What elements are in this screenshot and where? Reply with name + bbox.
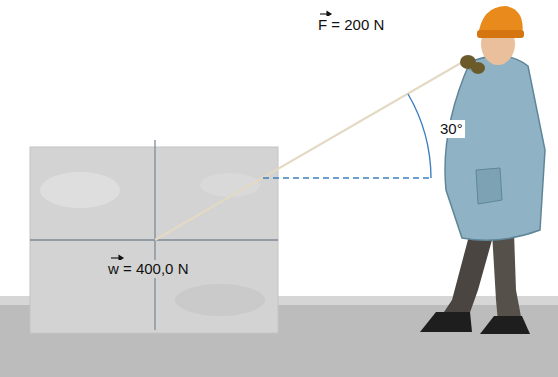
- rope: [155, 60, 466, 240]
- block-node: w = 400,0 N: [30, 147, 278, 333]
- force-label: F = 200 N: [316, 16, 386, 34]
- x-axis: [30, 239, 278, 240]
- block-texture: [175, 284, 265, 316]
- block-texture: [40, 172, 120, 208]
- angle-label: 30°: [438, 120, 465, 138]
- vector-arrow: [111, 12, 331, 261]
- block: [30, 147, 278, 333]
- reference-line: [263, 177, 432, 179]
- weight-label: w = 400,0 N: [106, 260, 190, 278]
- y-axis: [154, 140, 155, 330]
- man-figure: [420, 6, 545, 334]
- angle-arc: [408, 94, 431, 178]
